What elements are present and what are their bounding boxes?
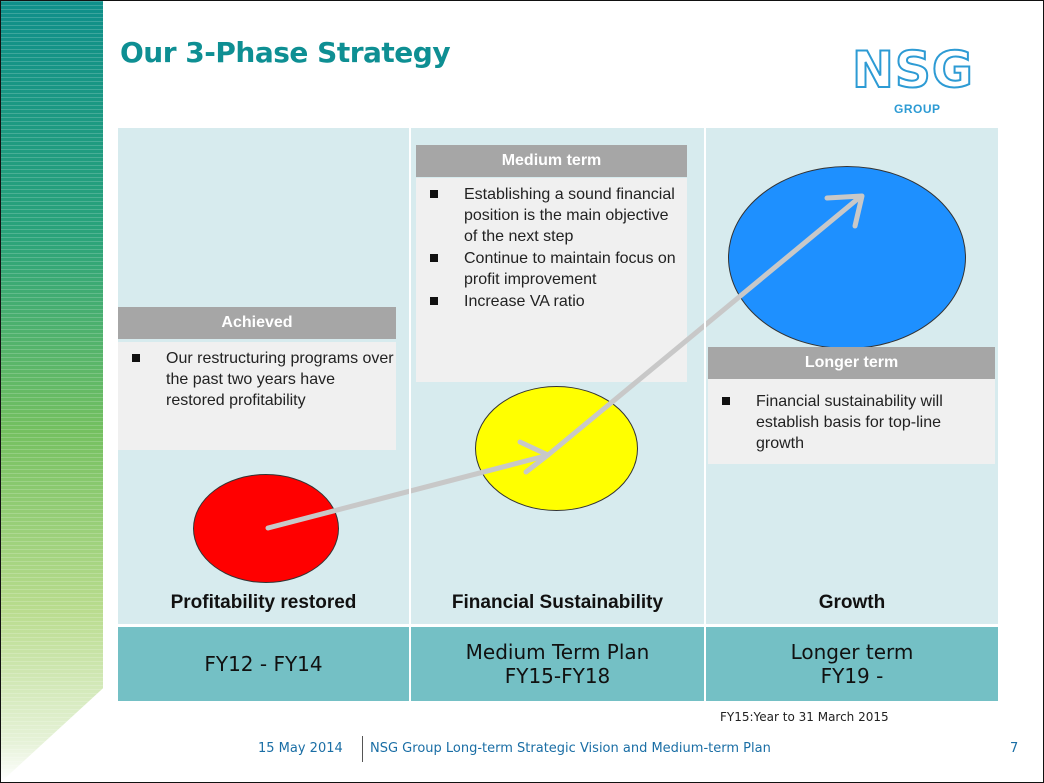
bullet-item: Our restructuring programs over the past… — [132, 348, 394, 411]
phase-1-period: FY12 - FY14 — [204, 652, 323, 676]
phase-3-circle — [728, 166, 966, 349]
phase-2-caption: Financial Sustainability — [451, 592, 664, 613]
achieved-box-header: Achieved — [118, 307, 396, 339]
achieved-bullets: Our restructuring programs over the past… — [132, 348, 394, 412]
column-divider — [704, 128, 706, 624]
footer-text: NSG Group Long-term Strategic Vision and… — [370, 741, 771, 756]
period-band — [118, 627, 998, 701]
page-number: 7 — [1010, 741, 1019, 756]
achieved-box — [118, 342, 396, 450]
bullet-item: Increase VA ratio — [430, 291, 680, 312]
longer-term-bullets: Financial sustainability will establish … — [722, 391, 988, 455]
band-divider — [704, 627, 706, 701]
bullet-item: Continue to maintain focus on profit imp… — [430, 248, 680, 290]
phase-2-circle — [475, 386, 638, 511]
footer-separator — [362, 736, 363, 762]
phase-1-circle — [193, 474, 339, 583]
medium-term-bullets: Establishing a sound financial position … — [430, 184, 680, 313]
column-divider — [409, 128, 411, 624]
decorative-side-bar — [1, 1, 103, 782]
footer-date: 15 May 2014 — [258, 741, 343, 756]
fiscal-year-note: FY15:Year to 31 March 2015 — [720, 710, 889, 724]
phase-1-caption: Profitability restored — [170, 592, 357, 613]
phase-2-period: Medium Term Plan FY15-FY18 — [465, 640, 650, 688]
longer-term-box-header: Longer term — [708, 347, 995, 379]
logo-text: NSG — [851, 41, 974, 99]
logo-subtext: GROUP — [894, 102, 941, 116]
bullet-item: Financial sustainability will establish … — [722, 391, 988, 454]
bullet-item: Establishing a sound financial position … — [430, 184, 680, 247]
slide-title: Our 3-Phase Strategy — [120, 36, 451, 69]
band-divider — [409, 627, 411, 701]
medium-term-box-header: Medium term — [416, 145, 687, 177]
phase-3-period: Longer term FY19 - — [790, 640, 914, 688]
nsg-group-logo: NSG GROUP — [851, 41, 984, 120]
phase-3-caption: Growth — [818, 592, 886, 613]
